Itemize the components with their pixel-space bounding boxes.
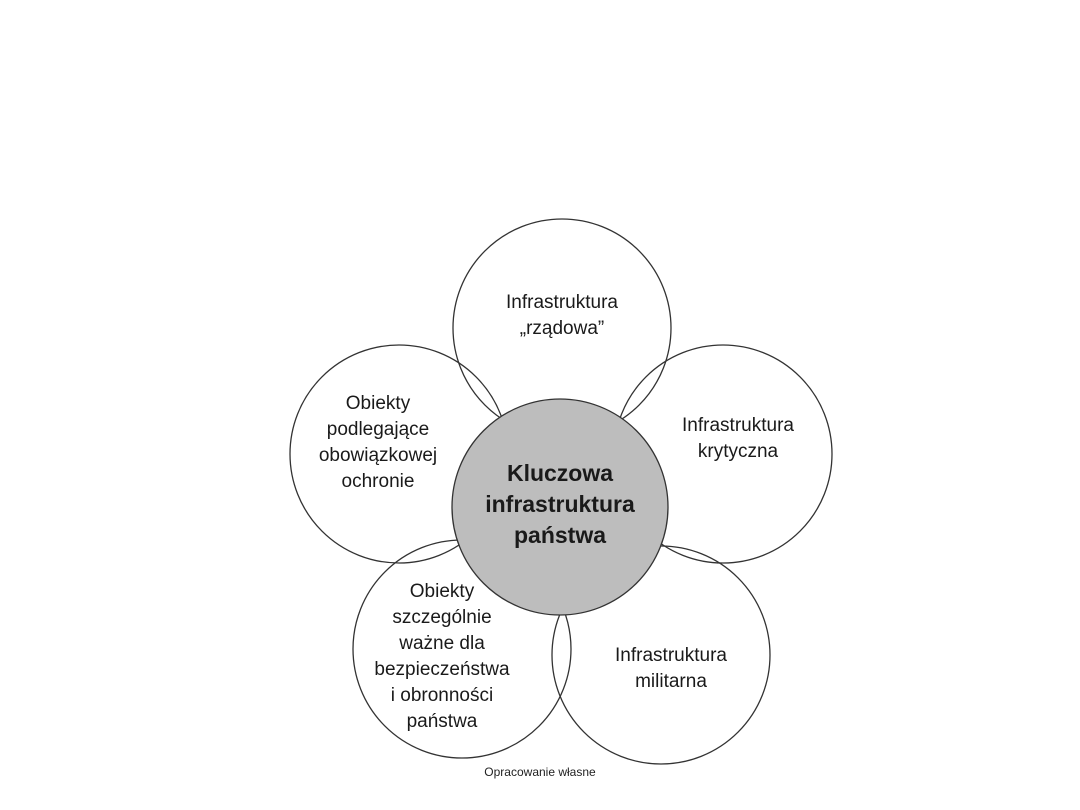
petal-label-lower-left-line-4: bezpieczeństwa [374, 659, 510, 680]
center-label-line-2: infrastruktura [485, 491, 635, 517]
petal-label-lower-right: Infrastruktura militarna [571, 643, 771, 695]
petal-label-upper-left-line-2: podlegające [326, 419, 430, 440]
petal-label-upper-left-line-3: obowiązkowej [318, 445, 438, 466]
petal-label-lower-right-line-2: militarna [635, 671, 707, 692]
petal-label-top: Infrastruktura „rządowa” [462, 290, 662, 342]
petal-label-top-line-2: „rządowa” [519, 318, 605, 339]
petal-label-upper-right-line-2: krytyczna [697, 441, 779, 462]
petal-label-upper-left: Obiekty podlegające obowiązkowej ochroni… [278, 391, 478, 495]
petal-label-upper-left-line-1: Obiekty [345, 393, 411, 414]
petal-label-lower-left-line-6: państwa [406, 711, 478, 732]
petal-label-lower-left-line-1: Obiekty [409, 581, 475, 602]
petal-label-upper-right: Infrastruktura krytyczna [638, 413, 838, 465]
petal-label-lower-left: Obiekty szczególnie ważne dla bezpieczeń… [342, 579, 542, 735]
center-label: Kluczowa infrastruktura państwa [450, 458, 670, 551]
center-label-line-3: państwa [513, 522, 607, 548]
center-circle [451, 398, 669, 616]
petal-label-top-line-1: Infrastruktura [506, 292, 618, 313]
source-note: Opracowanie własne [484, 765, 596, 779]
petal-label-upper-left-line-4: ochronie [341, 471, 415, 492]
petal-label-lower-left-line-2: szczególnie [392, 607, 492, 628]
petal-label-lower-left-line-3: ważne dla [399, 633, 485, 654]
petal-label-lower-right-line-1: Infrastruktura [615, 645, 727, 666]
center-label-line-1: Kluczowa [506, 460, 614, 486]
petal-label-lower-left-line-5: i obronności [390, 685, 494, 706]
petal-label-upper-right-line-1: Infrastruktura [682, 415, 794, 436]
